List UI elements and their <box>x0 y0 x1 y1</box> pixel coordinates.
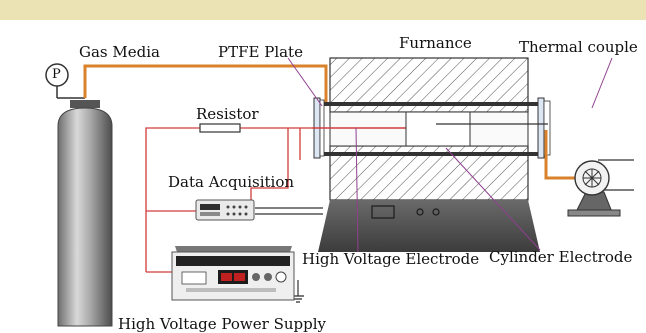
label-thermal-couple: Thermal couple <box>519 38 638 56</box>
blower-icon <box>567 159 634 217</box>
signal-wiring <box>145 127 312 273</box>
power-supply-icon <box>171 246 295 301</box>
gas-line <box>83 64 328 104</box>
resistor-icon <box>199 123 241 133</box>
label-gas-media: Gas Media <box>79 43 160 61</box>
label-ptfe-plate: PTFE Plate <box>218 43 303 61</box>
data-acquisition-icon <box>195 199 255 221</box>
pressure-gauge-icon <box>45 63 85 99</box>
leader-lines <box>287 57 613 253</box>
label-high-voltage-power-supply: High Voltage Power Supply <box>118 315 326 333</box>
ground-wiring <box>255 207 323 296</box>
label-high-voltage-electrode: High Voltage Electrode <box>302 250 480 268</box>
top-band <box>0 0 646 20</box>
label-resistor: Resistor <box>196 105 259 123</box>
exhaust-line <box>544 130 576 180</box>
tube-furnace-icon <box>312 57 551 252</box>
label-data-acquisition: Data Acquisition <box>168 173 295 191</box>
label-cylinder-electrode: Cylinder Electrode <box>489 248 633 266</box>
gas-cylinder-icon <box>57 100 113 327</box>
label-furnace: Furnance <box>399 34 472 52</box>
pressure-gauge-letter: P <box>52 67 61 82</box>
